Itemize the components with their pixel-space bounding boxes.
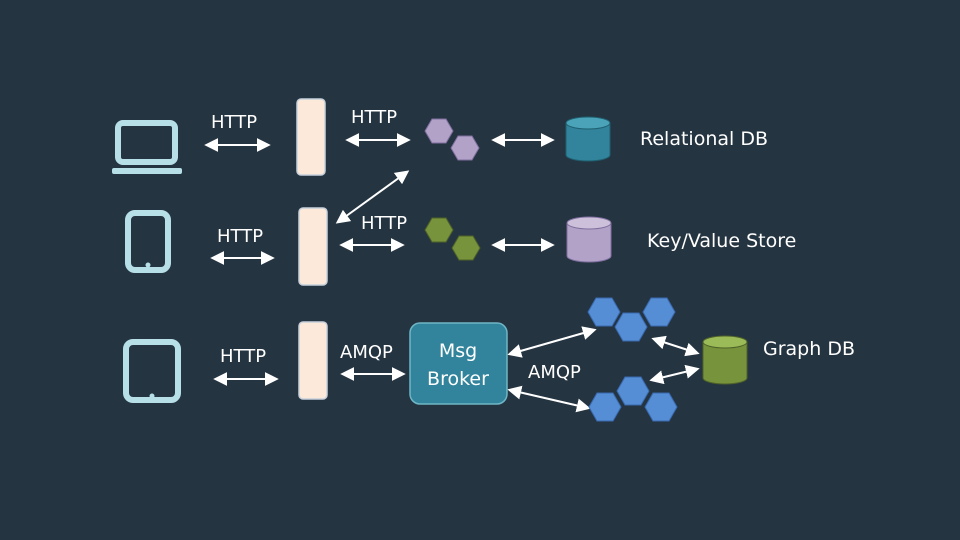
broker-label-line1: Msg [439, 340, 477, 362]
protocol-label-broker: AMQP [528, 362, 581, 383]
arrow-service-top-graph-db [651, 335, 700, 357]
protocol-label-laptop: HTTP [211, 112, 257, 133]
graph-db-icon [702, 335, 748, 385]
microservice-cluster-green [424, 217, 481, 261]
microservice-cluster-blue-top [587, 297, 676, 342]
protocol-label-gateway2: HTTP [361, 213, 407, 234]
laptop-icon [112, 120, 182, 174]
protocol-label-phone: HTTP [217, 226, 263, 247]
keyvalue-store-icon [566, 216, 612, 263]
arrow-service-bottom-graph-db [649, 364, 700, 385]
api-gateway-1 [296, 98, 326, 176]
protocol-label-gateway3: AMQP [340, 342, 393, 363]
smartphone-icon [125, 210, 171, 273]
arrow-broker-service-bottom [507, 385, 591, 413]
api-gateway-2 [298, 207, 328, 286]
graph-db-label: Graph DB [763, 338, 855, 360]
relational-db-icon [565, 116, 611, 162]
protocol-label-gateway1: HTTP [351, 107, 397, 128]
protocol-label-tablet: HTTP [220, 346, 266, 367]
arrow-broker-service-top [507, 326, 597, 358]
arrow-gateway2-service1 [335, 170, 410, 224]
keyvalue-store-label: Key/Value Store [647, 230, 796, 252]
message-broker: Msg Broker [409, 322, 508, 405]
microservice-cluster-purple [424, 118, 480, 161]
broker-label-line2: Broker [427, 368, 489, 390]
microservice-cluster-blue-bottom [588, 376, 678, 422]
tablet-icon [123, 339, 181, 403]
api-gateway-3 [298, 321, 328, 400]
relational-db-label: Relational DB [640, 128, 768, 150]
